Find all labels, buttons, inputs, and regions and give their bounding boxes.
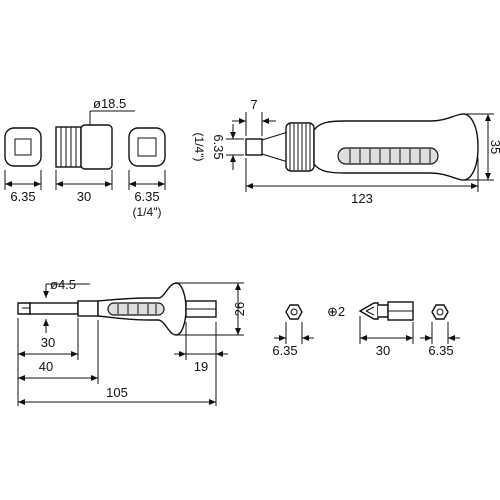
screwdriver-diameter-label: ø4.5	[50, 277, 76, 292]
square-drive-label: 6.35	[211, 134, 226, 159]
handle-body	[313, 113, 479, 181]
ratchet-handle: 7 6.35 (1/4") 35 123	[192, 97, 500, 206]
screwdriver: ø4.5 30 40 26 19 105	[17, 277, 314, 406]
knurled-collar	[285, 122, 315, 172]
shaft-total-label: 40	[39, 359, 53, 374]
adapter-left-end-label: 6.35	[10, 189, 35, 204]
shaft-length-label: 30	[41, 335, 55, 350]
screwdriver-grip	[107, 302, 165, 316]
handle-grip	[337, 147, 439, 165]
handle-height-label: 35	[488, 140, 500, 154]
adapter-right-end-label: 6.35	[134, 189, 159, 204]
phillips-bit: ⊕2 30 6.35	[327, 301, 460, 358]
phillips-hex-label: 6.35	[428, 343, 453, 358]
phillips-bit-side-view	[358, 301, 414, 321]
square-size-label: 7	[250, 97, 257, 112]
adapter-diameter-label: ø18.5	[93, 96, 126, 111]
grip-height-label: 26	[232, 302, 247, 316]
phillips-length-label: 30	[376, 343, 390, 358]
adapter-right-end-view	[128, 127, 166, 167]
adapter-right-end-inch-label: (1/4")	[133, 205, 162, 219]
adapter-side-view	[55, 124, 113, 170]
socket-adapter: 6.35 ø18.5 30 6.35 (1/4")	[4, 96, 166, 219]
screwdriver-shaft	[29, 302, 79, 315]
total-length-label: 105	[106, 385, 128, 400]
square-drive	[245, 138, 263, 156]
back-length-label: 19	[194, 359, 208, 374]
square-drive-inch-label: (1/4")	[192, 133, 206, 162]
adapter-length-label: 30	[77, 189, 91, 204]
phillips-hex-end-view	[431, 304, 449, 320]
phillips-size-label: ⊕2	[327, 304, 345, 319]
screwdriver-hex-end-view	[285, 304, 303, 320]
handle-length-label: 123	[351, 191, 373, 206]
screwdriver-hex-label: 6.35	[272, 343, 297, 358]
adapter-left-end-view	[4, 127, 42, 167]
